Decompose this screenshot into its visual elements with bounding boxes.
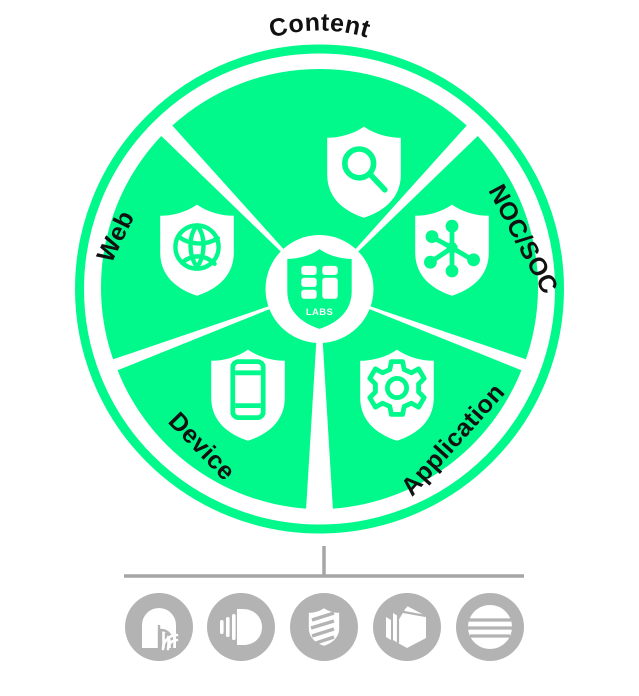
center-hub-label: LABS (306, 307, 333, 318)
footer-icon-arch[interactable] (125, 593, 193, 661)
chip-grid-icon (301, 265, 338, 299)
segment-content-wedge[interactable] (172, 68, 467, 290)
segment-icon-application[interactable] (360, 349, 434, 441)
cloud-glyph (237, 609, 262, 645)
arch-arcs (161, 633, 179, 651)
footer-icon-group (125, 593, 524, 661)
footer-icon-shield[interactable] (290, 593, 358, 661)
gear-icon (367, 359, 427, 417)
outer-ring (75, 44, 564, 534)
segment-icon-noc-soc[interactable] (415, 204, 489, 296)
cube-glyph (386, 606, 426, 648)
center-hub[interactable]: LABS (287, 249, 352, 329)
ring-label-content: Content (266, 8, 374, 43)
cube-edges (396, 605, 427, 643)
footer-icon-disc[interactable] (456, 593, 524, 661)
cloud-bars (220, 614, 236, 640)
segment-content[interactable] (172, 68, 467, 290)
shield-stripes (310, 611, 335, 645)
segment-icon-device[interactable] (211, 349, 285, 441)
footer-icon-cube[interactable] (373, 593, 441, 661)
segment-icon-web[interactable] (160, 204, 234, 296)
segment-icon-content[interactable] (327, 126, 401, 218)
network-nodes-icon (424, 219, 480, 278)
magnifier-icon (342, 146, 388, 193)
globe-icon (173, 223, 221, 271)
footer-icon-cloud[interactable] (207, 593, 275, 661)
disc-stripes (468, 618, 512, 638)
smartphone-icon (230, 359, 266, 421)
